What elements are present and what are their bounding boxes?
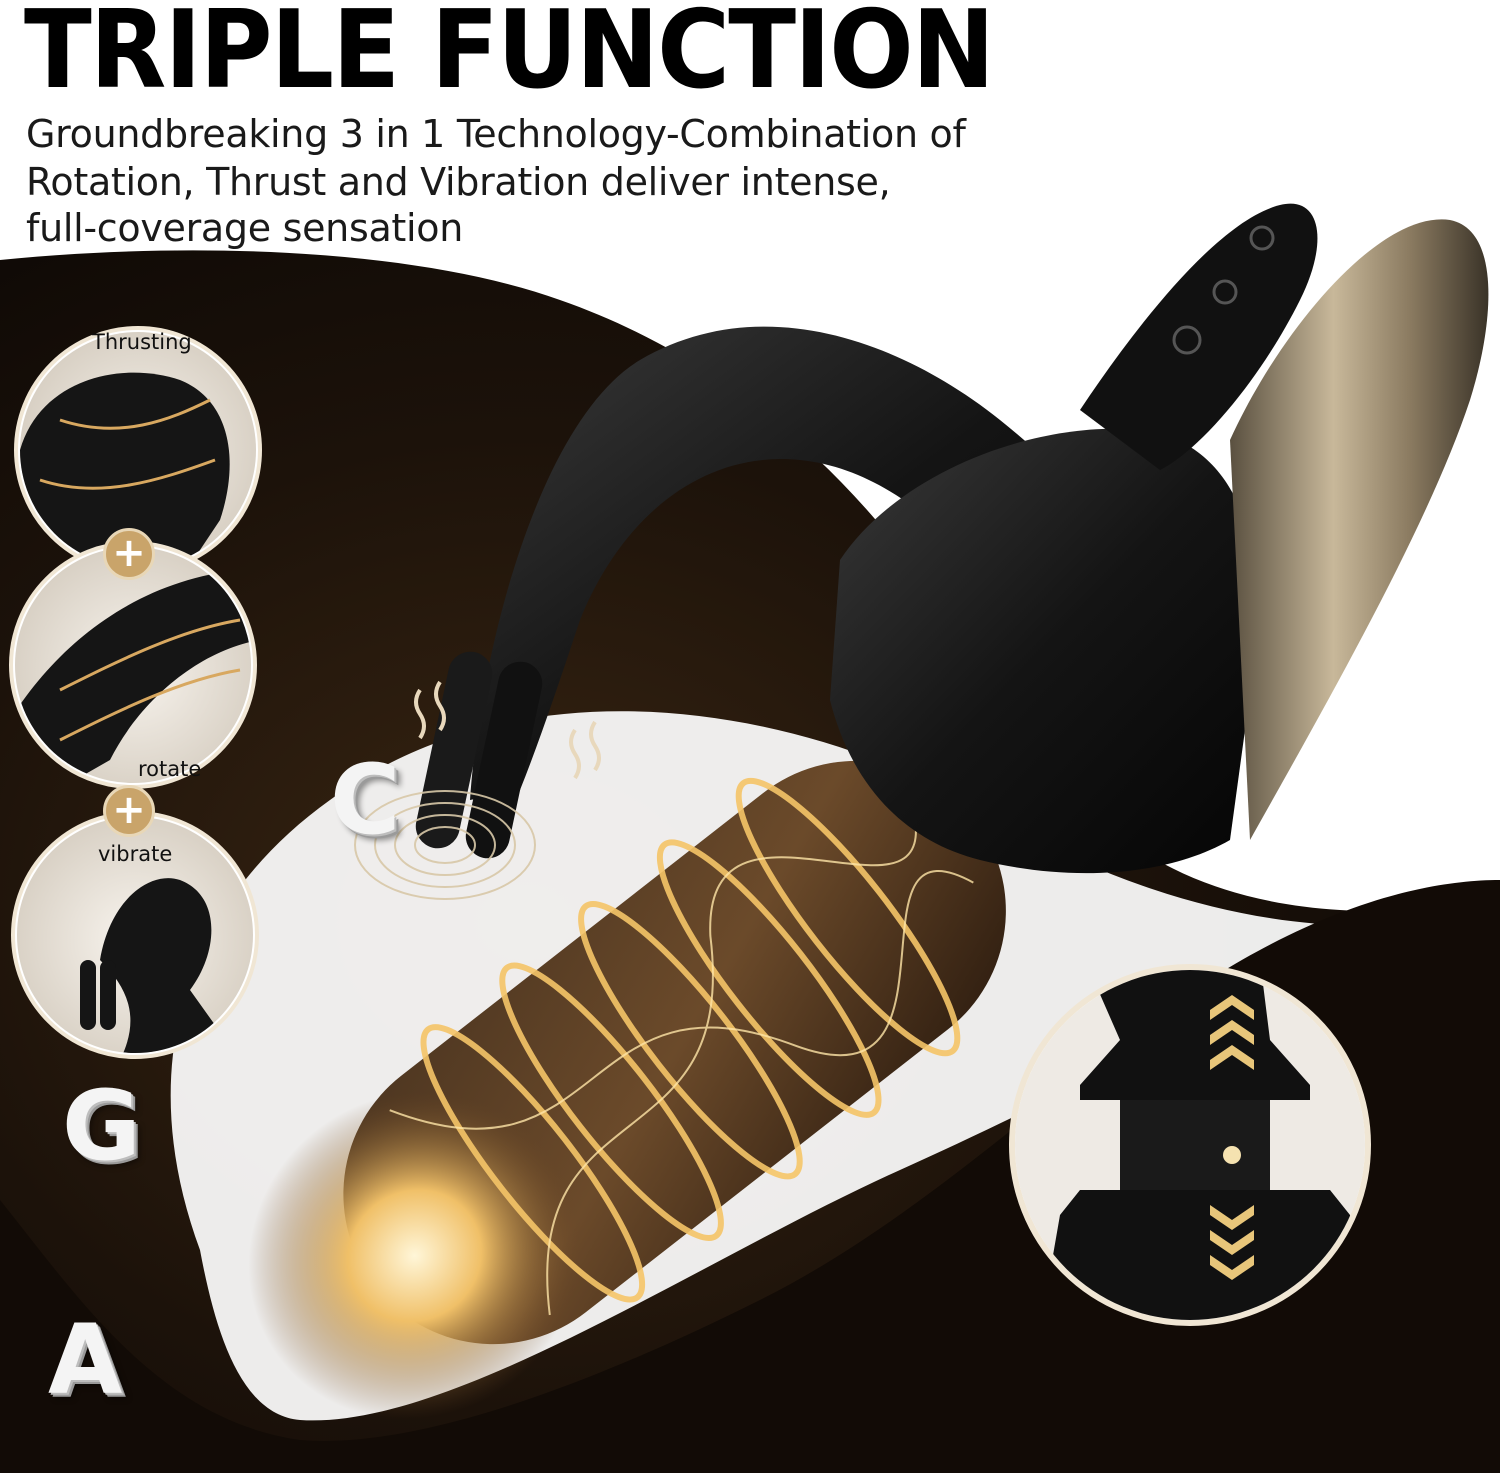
zone-c-letter: C	[330, 744, 401, 856]
vibration-wave-icon	[414, 680, 601, 780]
subtitle-line-3: full-coverage sensation	[26, 206, 464, 250]
plus-icon: +	[103, 785, 155, 837]
double-chevron-down-icon	[1210, 1205, 1254, 1280]
vibrate-circle	[11, 811, 259, 1059]
label-rotate: rotate	[138, 757, 202, 781]
plus-icon: +	[103, 528, 155, 580]
thrust-detail-circle	[1009, 964, 1371, 1326]
subtitle-line-1: Groundbreaking 3 in 1 Technology-Combina…	[26, 112, 966, 156]
zone-g-letter: G	[62, 1070, 141, 1182]
double-chevron-up-icon	[1210, 995, 1254, 1070]
label-thrusting: Thrusting	[92, 330, 192, 354]
page-title: TRIPLE FUNCTION	[24, 0, 995, 113]
subtitle-line-2: Rotation, Thrust and Vibration deliver i…	[26, 160, 891, 204]
zone-a-letter: A	[48, 1304, 123, 1416]
label-vibrate: vibrate	[98, 842, 173, 866]
